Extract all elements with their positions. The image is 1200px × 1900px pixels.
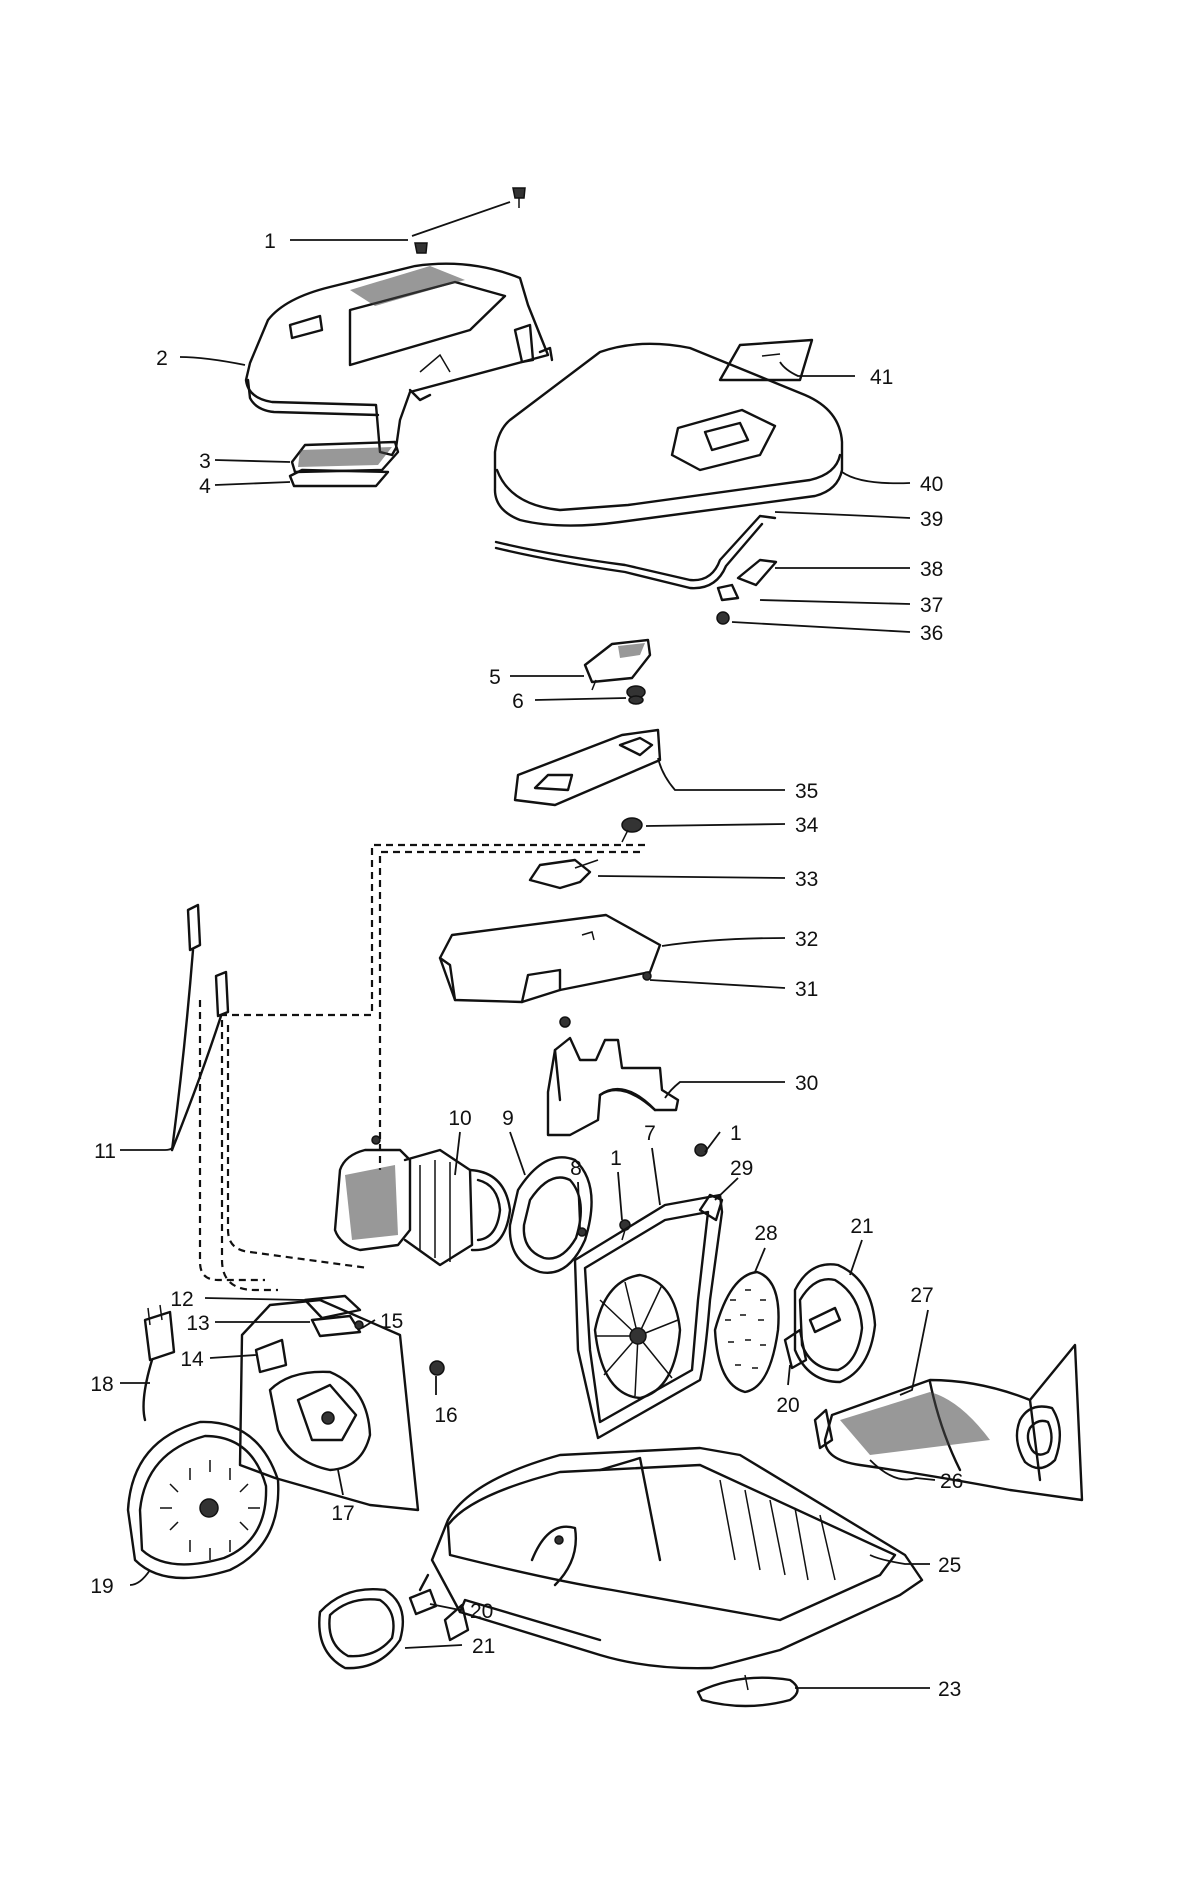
callout-29: 29 [730,1157,753,1180]
filter-plate [288,440,400,488]
power-plug [142,1304,176,1422]
fan-screws [577,1143,708,1241]
callout-10: 10 [448,1107,471,1130]
callout-28: 28 [754,1222,777,1245]
callout-20-left: 20 [470,1600,493,1623]
cord-reel [126,1420,280,1580]
callout-5: 5 [489,666,501,689]
motor [333,1135,512,1267]
leader-lines [120,201,936,1689]
callout-26: 26 [940,1470,963,1493]
callout-25: 25 [938,1554,961,1577]
callout-8: 8 [570,1157,582,1180]
gasket [494,514,777,590]
top-cover [244,262,550,457]
callout-31: 31 [795,978,818,1001]
motor-bracket [546,1016,680,1137]
foot-pad [696,1674,799,1708]
hood [493,342,844,527]
rear-wheel-right [783,1263,877,1384]
switch-assembly [513,638,662,843]
callout-18: 18 [90,1373,113,1396]
callout-30: 30 [795,1072,818,1095]
callout-1-screw-top: 1 [264,230,276,253]
dust-bag [813,1343,1084,1502]
callout-9: 9 [502,1107,514,1130]
mount-screw [429,1360,445,1376]
callout-33: 33 [795,868,818,891]
callout-7: 7 [644,1122,656,1145]
callout-16: 16 [434,1404,457,1427]
callout-11: 11 [94,1140,116,1163]
callout-6: 6 [512,690,524,713]
cord-switch [303,1294,364,1338]
callout-36: 36 [920,622,943,645]
motor-mount-plate [238,1298,420,1512]
callout-4: 4 [199,475,211,498]
callout-41: 41 [870,366,893,389]
base-housing [430,1446,924,1670]
fan-housing [573,1193,724,1440]
wiring-harness [198,843,645,1292]
callout-38: 38 [920,558,943,581]
callout-21-right: 21 [850,1215,873,1238]
wheel-left [318,1588,405,1670]
callout-3: 3 [199,450,211,473]
callout-2-top-cover: 2 [156,347,168,370]
callout-13: 13 [186,1312,209,1335]
callout-19: 19 [90,1575,113,1598]
latch [716,558,778,625]
cord-connectors [170,903,230,1152]
callout-1-fan: 1 [610,1147,622,1170]
front-axle [408,1573,438,1616]
callout-32: 32 [795,928,818,951]
shroud [438,858,662,1004]
callout-15: 15 [380,1310,403,1333]
callout-1-bracket: 1 [730,1122,742,1145]
callout-21-left: 21 [472,1635,495,1658]
callout-labels: 1 2 3 4 41 40 39 38 37 36 5 6 35 34 33 3… [90,230,963,1701]
label-plate [718,338,814,382]
callout-35: 35 [795,780,818,803]
screw-top [414,187,526,254]
callout-37: 37 [920,594,943,617]
filter-disk [713,1270,780,1394]
callout-40: 40 [920,473,943,496]
callout-12: 12 [170,1288,193,1311]
callout-39: 39 [920,508,943,531]
fan-ring [508,1156,593,1274]
callout-17: 17 [331,1502,354,1525]
callout-20-right: 20 [776,1394,799,1417]
callout-14: 14 [180,1348,204,1371]
callout-27: 27 [910,1284,933,1307]
callout-23: 23 [938,1678,961,1701]
callout-34: 34 [795,814,819,837]
